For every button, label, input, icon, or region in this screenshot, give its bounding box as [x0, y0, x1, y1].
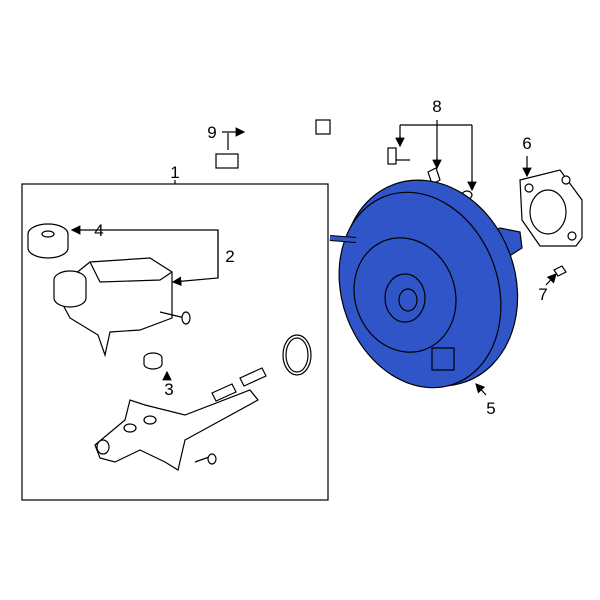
brake-booster[interactable]	[313, 155, 546, 410]
reservoir-grommet[interactable]	[143, 352, 163, 370]
callout-3: 3	[164, 380, 173, 399]
callout-7: 7	[538, 285, 547, 304]
callout-9: 9	[207, 123, 216, 142]
callout-2: 2	[225, 247, 234, 266]
reservoir-cap[interactable]	[27, 223, 69, 259]
booster-gasket[interactable]	[519, 169, 583, 247]
callout-8: 8	[432, 97, 441, 116]
callout-5: 5	[486, 399, 495, 418]
vacuum-hose[interactable]	[215, 95, 331, 169]
master-cylinder[interactable]	[94, 389, 259, 471]
fittings[interactable]	[194, 367, 267, 465]
brake-fluid-reservoir[interactable]	[53, 257, 191, 358]
o-ring[interactable]	[282, 334, 312, 376]
callout-6: 6	[522, 134, 531, 153]
callout-4: 4	[94, 221, 103, 240]
callout-1: 1	[170, 163, 179, 182]
